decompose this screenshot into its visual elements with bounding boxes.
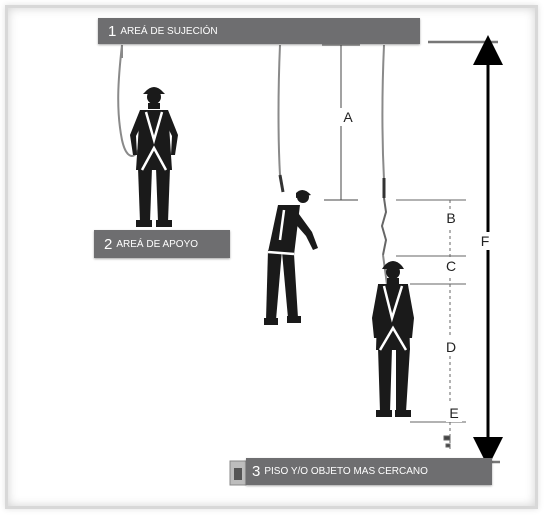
distance-label-d: D (443, 338, 459, 356)
worker-arrested-icon (372, 44, 414, 417)
lanyard-line (117, 44, 139, 157)
label-text: PISO Y/O OBJETO MAS CERCANO (264, 466, 428, 477)
label-text: AREÁ DE APOYO (116, 238, 199, 250)
worker-standing-icon (117, 44, 178, 227)
distance-label-e: E (446, 404, 462, 422)
label-number: 1 (108, 22, 117, 40)
label-number: 3 (252, 463, 261, 480)
dimension-f (428, 35, 503, 467)
shock-absorber (380, 197, 388, 256)
distance-label-b: B (443, 209, 459, 227)
distance-label-f: F (477, 232, 493, 250)
lanyard-line (381, 44, 385, 181)
label-piso: 3 PISO Y/O OBJETO MAS CERCANO (246, 458, 492, 485)
label-number: 2 (104, 235, 113, 253)
distance-label-a: A (340, 108, 356, 126)
label-area-sujecion: 1 AREÁ DE SUJECIÓN (98, 18, 420, 44)
label-text: AREÁ DE SUJECIÓN (120, 25, 218, 37)
label-area-apoyo: 2 AREÁ DE APOYO (94, 230, 230, 258)
distance-label-c: C (443, 257, 459, 275)
worker-falling-icon (264, 44, 318, 325)
floor-block-icon (229, 460, 247, 486)
lanyard-line (277, 44, 281, 176)
